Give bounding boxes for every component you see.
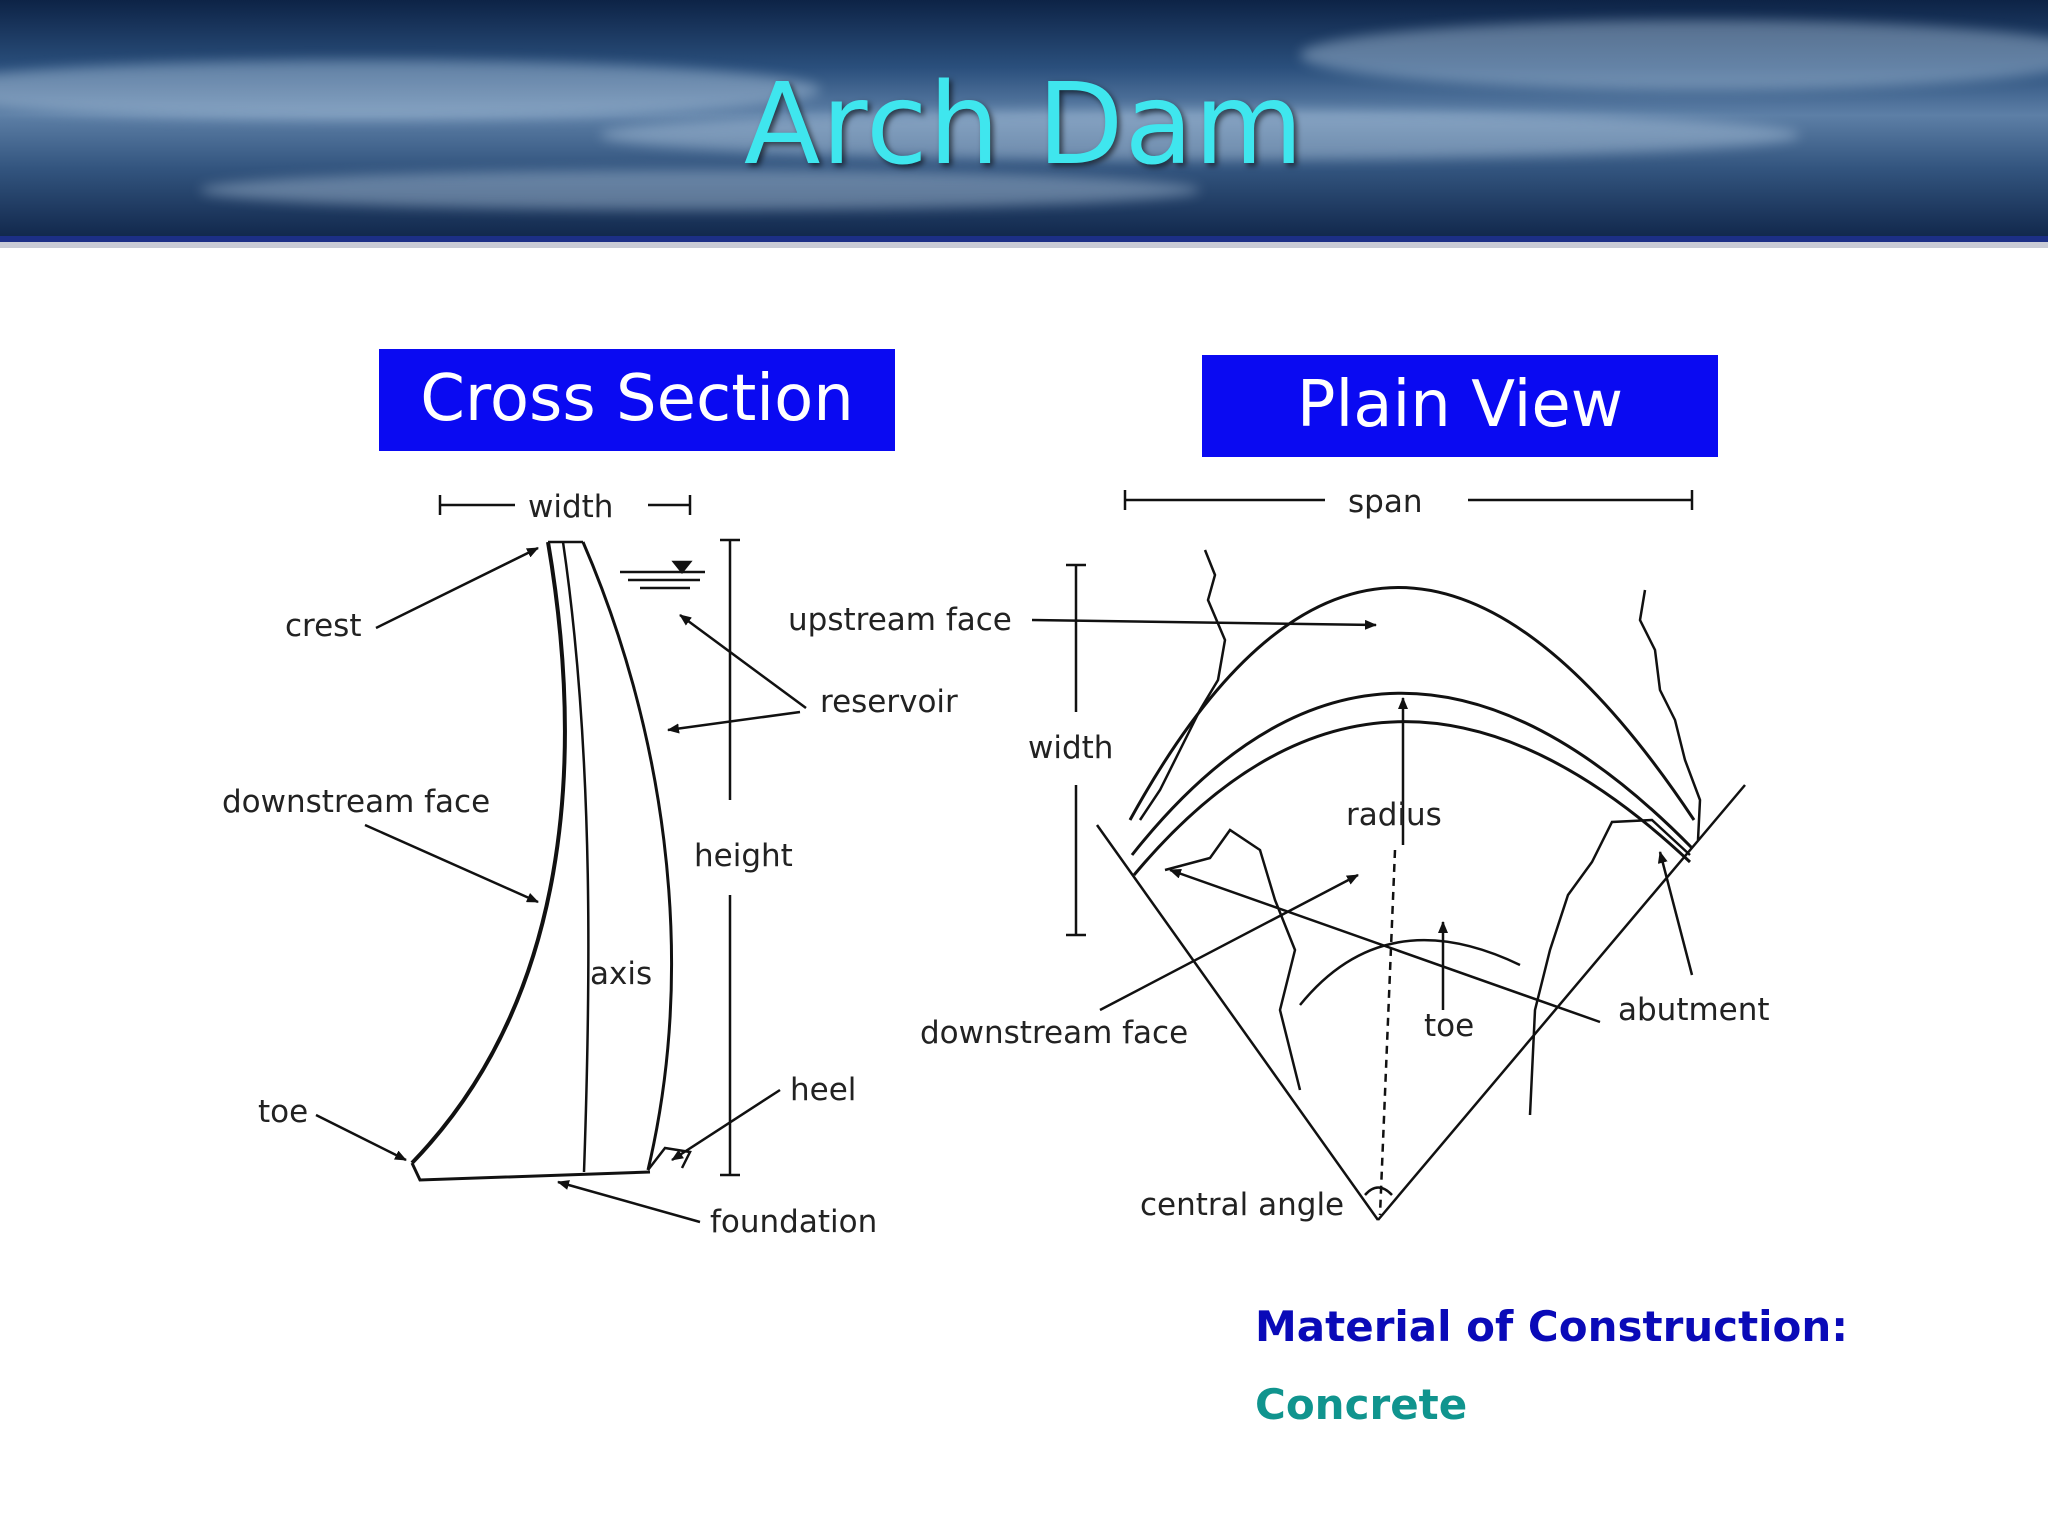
material-value: Concrete — [1255, 1380, 1468, 1429]
cs-reservoir-label: reservoir — [820, 684, 958, 720]
toe-arch — [1299, 939, 1521, 1006]
pv-abutment-label: abutment — [1618, 992, 1770, 1028]
cs-toe-label: toe — [258, 1094, 308, 1130]
plain-view-labels: span width radius downstream face toe ab… — [920, 484, 1770, 1223]
pv-width-label: width — [1028, 730, 1113, 766]
foundation-line — [410, 1162, 651, 1182]
cross-section-drawing — [315, 495, 807, 1224]
cs-height-label: height — [694, 838, 793, 874]
cs-width-label: width — [528, 489, 613, 525]
upstream-face-curve — [581, 541, 673, 1171]
cs-heel-label: heel — [790, 1072, 856, 1108]
plain-view-label: Plain View — [1202, 355, 1718, 457]
plain-view-drawing — [1031, 490, 1746, 1221]
cs-downstream-face-label: downstream face — [222, 784, 490, 820]
header-divider — [0, 236, 2048, 248]
middle-arch — [1130, 691, 1694, 856]
upstream-arch — [1128, 586, 1696, 821]
pv-central-angle-label: central angle — [1140, 1187, 1344, 1223]
slide-title: Arch Dam — [743, 60, 1305, 190]
cs-crest-label: crest — [285, 608, 362, 644]
downstream-arch — [1132, 720, 1692, 876]
material-heading: Material of Construction: — [1255, 1302, 1849, 1351]
pv-radius-label: radius — [1346, 797, 1442, 833]
cs-foundation-label: foundation — [710, 1204, 877, 1240]
cross-section-labels: width crest upstream face reservoir down… — [222, 489, 1012, 1240]
cross-section-label: Cross Section — [379, 349, 895, 451]
pv-span-label: span — [1348, 484, 1422, 520]
cs-axis-label: axis — [590, 956, 652, 992]
pv-toe-label: toe — [1424, 1008, 1474, 1044]
downstream-face-curve — [410, 541, 567, 1165]
cs-upstream-face-label: upstream face — [788, 602, 1012, 638]
inner-face-curve — [561, 541, 590, 1173]
pv-downstream-face-label: downstream face — [920, 1015, 1188, 1051]
header-banner: Arch Dam — [0, 0, 2048, 240]
